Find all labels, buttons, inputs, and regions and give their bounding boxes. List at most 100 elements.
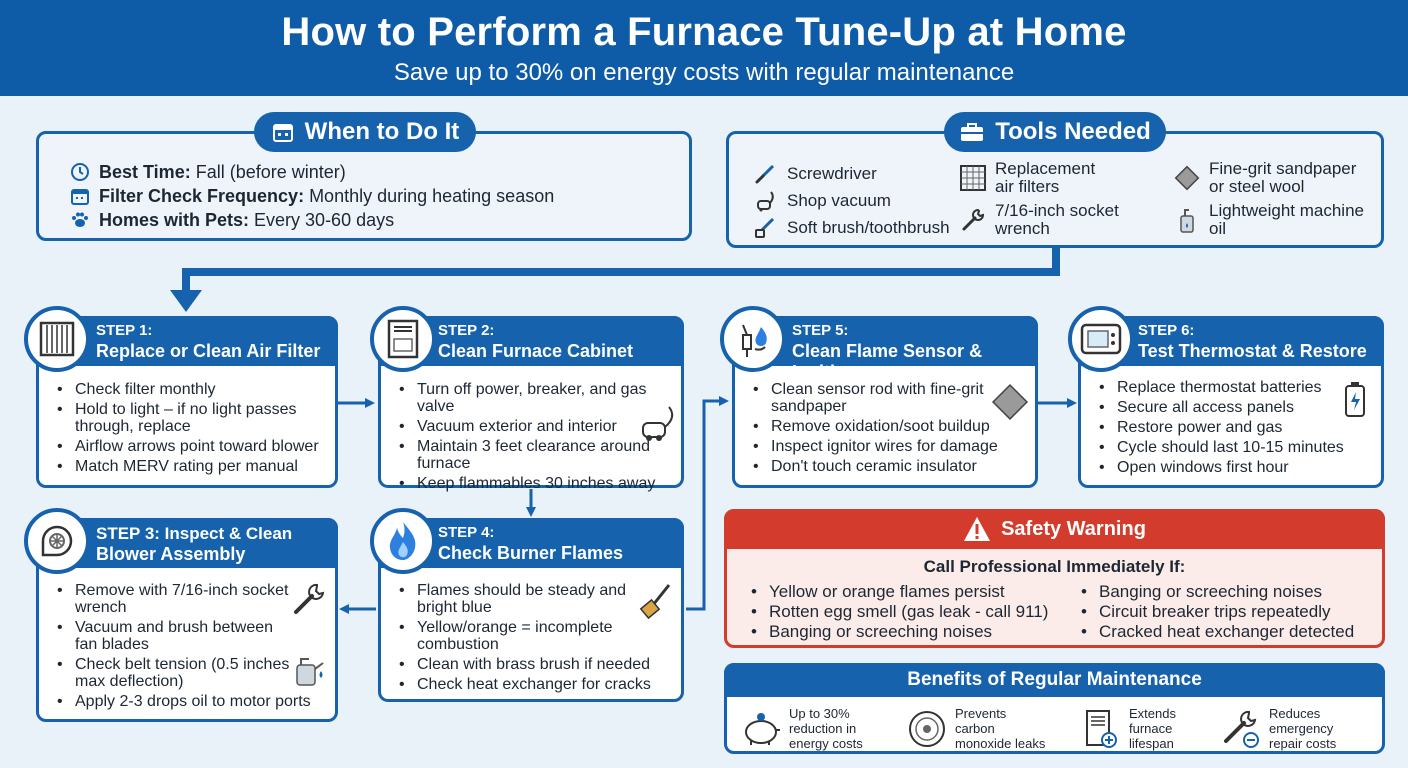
- tool-item: Soft brush/toothbrush: [751, 214, 950, 242]
- battery-icon: [1345, 382, 1365, 417]
- step-1-bullets: Check filter monthly Hold to light – if …: [57, 381, 319, 478]
- brush-icon: [751, 214, 779, 242]
- list-item: Yellow or orange flames persist: [751, 582, 1048, 602]
- list-item: Match MERV rating per manual: [57, 458, 319, 475]
- step-number: STEP 6:: [1138, 322, 1195, 339]
- list-item: Check filter monthly: [57, 381, 319, 398]
- when-item-best-time: Best Time: Fall (before winter): [69, 160, 554, 184]
- arrow-step4-to-step5: [686, 396, 729, 611]
- calendar-icon: [272, 124, 293, 142]
- step-title: Test Thermostat & Restore: [1138, 341, 1367, 361]
- step-2-card: STEP 2: Clean Furnace Cabinet Turn off p…: [378, 316, 684, 492]
- tool-item: Screwdriver: [751, 160, 877, 188]
- step-5-bullets: Clean sensor rod with fine-gritsandpaper…: [753, 381, 998, 478]
- page-header: How to Perform a Furnace Tune-Up at Home…: [0, 0, 1408, 96]
- when-label: Best Time:: [99, 161, 191, 182]
- list-item: Hold to light – if no light passesthroug…: [57, 401, 319, 435]
- list-item: Rotten egg smell (gas leak - call 911): [751, 602, 1048, 622]
- list-item: Replace thermostat batteries: [1099, 379, 1344, 396]
- when-value: Monthly during heating season: [309, 185, 555, 206]
- step-title: Clean Furnace Cabinet: [438, 341, 634, 361]
- when-item-pets: Homes with Pets: Every 30-60 days: [69, 208, 554, 232]
- tool-label: Shop vacuum: [787, 191, 891, 210]
- warning-list-left: Yellow or orange flames persist Rotten e…: [751, 582, 1048, 642]
- when-title-pill: When to Do It: [254, 112, 476, 152]
- step-number: STEP 3: Inspect & Clean: [96, 524, 293, 543]
- flame-icon: [389, 522, 416, 560]
- brass-brush-icon: [639, 584, 671, 620]
- list-item: Open windows first hour: [1099, 459, 1344, 476]
- step-1-badge: [24, 306, 90, 372]
- thermostat-icon: [1080, 323, 1122, 355]
- tool-label: Screwdriver: [787, 164, 877, 183]
- list-item: Apply 2-3 drops oil to motor ports: [57, 693, 311, 710]
- list-item: Cycle should last 10-15 minutes: [1099, 439, 1344, 456]
- list-item: Secure all access panels: [1099, 399, 1344, 416]
- piggy-bank-icon: [741, 709, 781, 749]
- when-title: When to Do It: [304, 118, 460, 145]
- step-4-card: STEP 4: Check Burner Flames Flames shoul…: [378, 518, 684, 702]
- paw-icon: [69, 209, 91, 231]
- furnace-plus-icon: [1081, 709, 1121, 749]
- tool-item: Shop vacuum: [751, 187, 891, 215]
- toolbox-icon: [961, 123, 984, 141]
- when-item-filter-check: Filter Check Frequency: Monthly during h…: [69, 184, 554, 208]
- list-item: Remove oxidation/soot buildup: [753, 418, 998, 435]
- step-number: STEP 2:: [438, 322, 495, 339]
- flame-sensor-icon: [742, 324, 767, 357]
- benefits-panel: Benefits of Regular Maintenance Up to 30…: [724, 663, 1385, 754]
- step-3-badge: [24, 508, 90, 574]
- list-item: Don't touch ceramic insulator: [753, 458, 998, 475]
- filter-icon: [959, 164, 987, 192]
- oil-can-icon: [1173, 206, 1201, 234]
- step-number: STEP 4:: [438, 524, 495, 541]
- clock-icon: [69, 161, 91, 183]
- co-detector-icon: [907, 709, 947, 749]
- list-item: Restore power and gas: [1099, 419, 1344, 436]
- list-item: Circuit breaker trips repeatedly: [1081, 602, 1354, 622]
- when-panel: Best Time: Fall (before winter) Filter C…: [36, 131, 692, 241]
- step-number: STEP 1:: [96, 322, 153, 339]
- page-title: How to Perform a Furnace Tune-Up at Home: [281, 10, 1127, 54]
- list-item: Airflow arrows point toward blower: [57, 438, 319, 455]
- list-item: Inspect ignitor wires for damage: [753, 438, 998, 455]
- screwdriver-icon: [751, 160, 779, 188]
- tool-label: Soft brush/toothbrush: [787, 218, 950, 237]
- list-item: Banging or screeching noises: [1081, 582, 1354, 602]
- step-6-badge: [1068, 306, 1134, 372]
- sandpaper-icon: [991, 383, 1029, 421]
- step-2-badge: [370, 306, 436, 372]
- step-title: Blower Assembly: [96, 544, 246, 564]
- list-item: Check heat exchanger for cracks: [399, 676, 651, 693]
- benefits-title: Benefits of Regular Maintenance: [724, 663, 1385, 697]
- furnace-icon: [387, 319, 419, 359]
- arrowhead-step1: [170, 290, 202, 312]
- list-item: Turn off power, breaker, and gas valve: [399, 381, 681, 415]
- tools-title: Tools Needed: [995, 118, 1151, 145]
- list-item: Clean with brass brush if needed: [399, 656, 651, 673]
- list-item: Cracked heat exchanger detected: [1081, 622, 1354, 642]
- oil-can-icon: [296, 658, 324, 686]
- step-number: STEP 5:: [792, 322, 849, 339]
- air-filter-icon: [39, 321, 75, 357]
- step-5-card: STEP 5: Clean Flame Sensor & Ignition Cl…: [732, 316, 1038, 488]
- list-item: Banging or screeching noises: [751, 622, 1048, 642]
- page-subtitle: Save up to 30% on energy costs with regu…: [393, 59, 1015, 86]
